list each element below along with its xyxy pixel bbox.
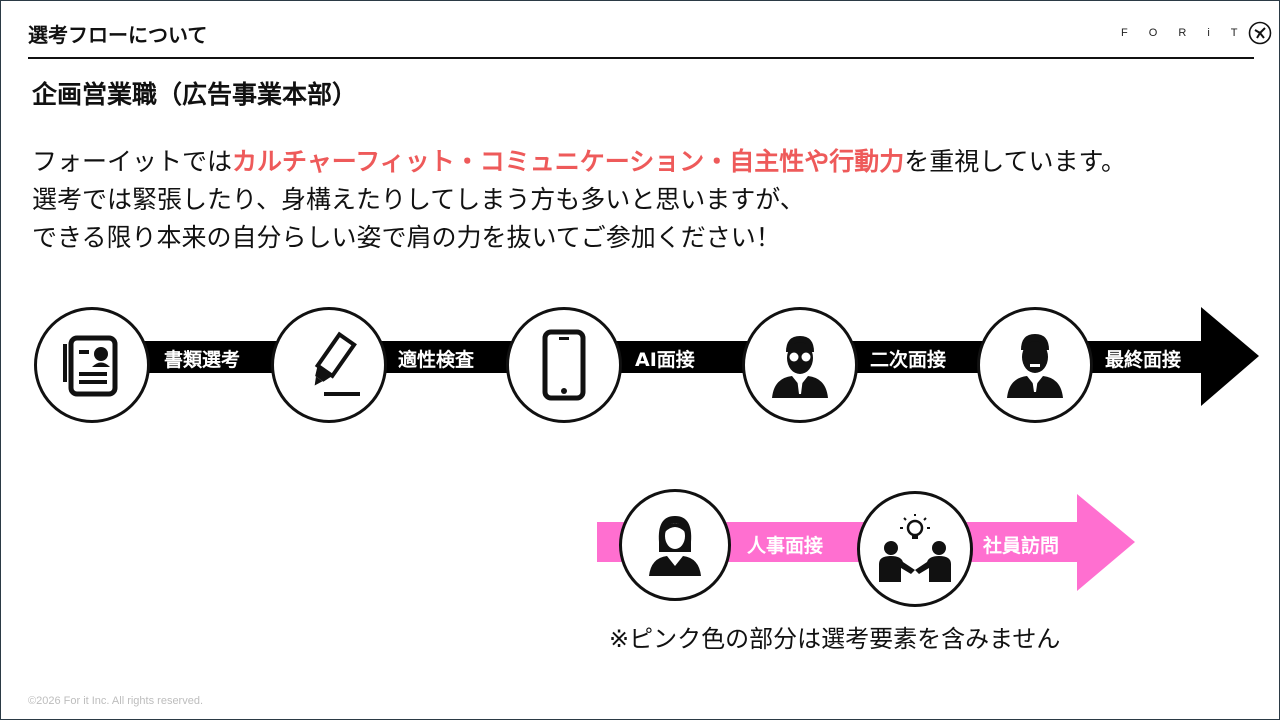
handshake-idea-icon (879, 514, 951, 582)
brand-logo-text: F O R i T (1121, 27, 1247, 39)
brand-logo: F O R i T (1121, 19, 1272, 47)
optional-step-label-1: 人事面接 (747, 535, 824, 557)
pink-section-note: ※ピンク色の部分は選考要素を含みません (609, 625, 1061, 653)
step-circle-marker (271, 307, 387, 423)
page-header-title: 選考フローについて (28, 23, 208, 47)
smartphone-icon (542, 329, 586, 401)
intro-text: フォーイットではカルチャーフィット・コミュニケーション・自主性や行動力を重視して… (32, 143, 1126, 257)
step-circle-executive (977, 307, 1093, 423)
step-circle-visit (857, 491, 973, 607)
step-circle-hr (619, 489, 731, 601)
intro-highlight: カルチャーフィット・コミュニケーション・自主性や行動力 (232, 147, 905, 176)
marker-icon (314, 331, 360, 396)
step-circle-smartphone (506, 307, 622, 423)
copyright-text: ©2026 For it Inc. All rights reserved. (28, 695, 204, 707)
step-label-1: 書類選考 (164, 349, 241, 371)
step-label-3: AI面接 (635, 349, 695, 371)
main-flow-arrow (91, 307, 1259, 406)
step-label-2: 適性検査 (398, 349, 475, 371)
interviewer-glasses-icon (772, 336, 828, 398)
step-label-5: 最終面接 (1105, 349, 1182, 371)
intro-line-1: フォーイットではカルチャーフィット・コミュニケーション・自主性や行動力を重視して… (32, 147, 1127, 176)
header-divider (28, 57, 1254, 59)
optional-step-label-2: 社員訪問 (983, 535, 1060, 557)
hr-woman-icon (649, 516, 701, 576)
brand-mark-icon (1249, 21, 1272, 45)
step-circle-document (34, 307, 150, 423)
executive-icon (1007, 334, 1063, 398)
step-circle-interviewer (742, 307, 858, 423)
step-label-4: 二次面接 (870, 349, 947, 371)
job-title: 企画営業職（広告事業本部） (32, 80, 358, 109)
document-icon (63, 335, 118, 397)
intro-line-2: 選考では緊張したり、身構えたりしてしまう方も多いと思いますが、 (32, 185, 805, 214)
intro-line-3: できる限り本来の自分らしい姿で肩の力を抜いてご参加ください！ (32, 223, 781, 252)
